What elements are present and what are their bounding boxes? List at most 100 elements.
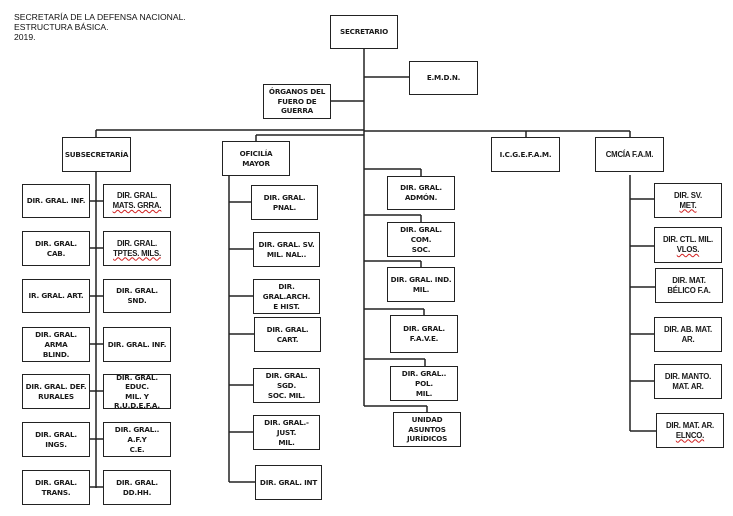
node-label-line: E HIST. <box>273 301 300 311</box>
node-label-line: DIR. GRAL. EDUC. <box>116 372 158 392</box>
node-label-line: DIR. GRAL. PNAL. <box>263 192 306 212</box>
node-label-line: RURALES <box>38 391 74 401</box>
node-emdn: E.M.D.N. <box>409 61 478 95</box>
node-label-line: DIR. GRAL. INT <box>259 477 318 487</box>
node-cmcia-item: DIR. MAT. AR.ELNCO. <box>656 413 724 448</box>
node-central-item: DIR. GRAL. COM.SOC. <box>387 222 455 257</box>
node-oficialia-item: DIR. GRAL.ARCH.E HIST. <box>253 279 320 314</box>
node-label-line: UNIDAD <box>411 415 443 425</box>
node-subsec-right: DIR. GRAL.MATS. GRRA. <box>103 184 171 218</box>
node-cmcia-item: DIR. AB. MAT.AR. <box>654 317 722 352</box>
node-label-line: DIR. GRAL. <box>116 477 158 487</box>
node-label-line: DIR. GRAL. DEF. <box>25 381 87 391</box>
node-label-line: JURÍDICOS <box>406 434 448 444</box>
node-subsec-right: DIR. GRAL.DD.HH. <box>103 470 171 505</box>
node-label-line: ASUNTOS <box>408 424 446 434</box>
node-central-item: DIR. GRAL.F.A.V.E. <box>390 315 458 353</box>
node-subsec-left: DIR. GRAL. CAB. <box>22 231 90 266</box>
node-label-line: MIL. Y <box>125 391 149 401</box>
node-label: CMCÍA F.A.M. <box>605 149 654 159</box>
node-label-line: DIR. MAT. AR. <box>665 420 715 430</box>
node-label-line: IR. GRAL. ART. <box>28 291 84 300</box>
node-label-line: F.A.V.E. <box>409 334 439 343</box>
node-label-line: DIR. GRAL. SV. <box>258 239 315 249</box>
node-subsec-left: IR. GRAL. ART. <box>22 279 90 313</box>
node-label-line: DIR. GRAL. SGD. <box>265 370 308 390</box>
node-label: I.C.G.E.F.A.M. <box>499 149 552 159</box>
node-oficialia-item: DIR. GRAL. SV.MIL. NAL.. <box>253 232 320 267</box>
node-label-line: SOC. <box>411 244 431 254</box>
node-label-line: MIL. <box>278 437 295 447</box>
node-label-line: VLOS. <box>676 245 700 254</box>
node-label: OFICILÍA MAYOR <box>239 148 273 168</box>
node-label-line: DIR. GRAL. INF. <box>26 196 86 205</box>
node-label-line: DIR. MAT. <box>672 275 706 285</box>
node-label-line: MET. <box>679 200 697 210</box>
node-label-line: DIR. GRAL. CAB. <box>35 238 77 258</box>
node-label-line: DIR. GRAL. ARMA <box>35 329 77 349</box>
node-label-line: FUERO DE <box>277 96 317 106</box>
node-label-line: DIR. GRAL. <box>116 191 157 200</box>
node-label-line: DIR. GRAL. <box>35 477 77 487</box>
node-cmcia-item: DIR. MANTO.MAT. AR. <box>654 364 722 399</box>
node-label-line: MAT. AR. <box>672 381 704 391</box>
node-label: SUBSECRETARÍA <box>64 149 129 159</box>
node-label-line: ELNCO. <box>675 430 705 440</box>
node-label-line: SOC. MIL. <box>267 390 306 400</box>
node-label-line: TPTES. MILS. <box>113 248 161 258</box>
node-central-item: DIR. GRAL. IND.MIL. <box>387 267 455 302</box>
node-subsec-left: DIR. GRAL. INGS. <box>22 422 90 457</box>
node-subsec-right: DIR. GRAL.TPTES. MILS. <box>103 231 171 266</box>
node-subsec-right: DIR. GRAL. SND. <box>103 279 171 313</box>
node-label-line: BÉLICO F.A. <box>667 285 711 295</box>
node-cmcia-item: DIR. MAT.BÉLICO F.A. <box>655 268 723 303</box>
node-cmcia-item: DIR. SV.MET. <box>654 183 722 218</box>
node-label-line: DIR. GRAL.-JUST. <box>264 417 309 437</box>
node-label-line: ADMÓN. <box>404 193 438 202</box>
node-subsec-left: DIR. GRAL. DEF.RURALES <box>22 374 90 409</box>
node-label-line: DD.HH. <box>122 487 152 497</box>
document-header: SECRETARÍA DE LA DEFENSA NACIONAL. ESTRU… <box>14 12 186 42</box>
node-oficialia-item: DIR. GRAL.-JUST.MIL. <box>253 415 320 450</box>
node-oficialia-item: DIR. GRAL. CART. <box>254 317 321 352</box>
node-icgefam: I.C.G.E.F.A.M. <box>491 137 560 172</box>
node-label-line: C.E. <box>129 444 145 454</box>
node-label-line: DIR. GRAL. <box>403 324 445 333</box>
node-central-item: DIR. GRAL.ADMÓN. <box>387 176 455 210</box>
node-label-line: MIL. NAL.. <box>266 249 307 259</box>
node-organos-fuero-guerra: ÓRGANOS DEL FUERO DE GUERRA <box>263 84 331 119</box>
node-label-line: DIR. GRAL. COM. <box>400 224 442 244</box>
node-label-line: AR. <box>681 334 695 344</box>
node-oficialia-mayor: OFICILÍA MAYOR <box>222 141 290 176</box>
node-oficialia-item: DIR. GRAL. SGD.SOC. MIL. <box>253 368 320 403</box>
header-line-1: SECRETARÍA DE LA DEFENSA NACIONAL. <box>14 12 186 22</box>
node-label-line: MIL. <box>415 388 433 398</box>
node-subsec-right: DIR. GRAL. INF. <box>103 327 171 362</box>
node-cmcia-item: DIR. CTL. MIL.VLOS. <box>654 227 722 263</box>
node-label-line: DIR. GRAL.. POL. <box>401 368 447 388</box>
node-label-line: BLIND. <box>42 349 70 359</box>
node-label-line: DIR. AB. MAT. <box>663 324 713 334</box>
node-central-item: DIR. GRAL.. POL.MIL. <box>390 366 458 401</box>
node-label-line: ÓRGANOS DEL <box>268 87 326 97</box>
node-label-line: DIR. MANTO. <box>664 371 712 381</box>
node-label-line: MIL. <box>412 284 430 294</box>
node-label-line: DIR. GRAL. INF. <box>107 339 167 349</box>
node-label-line: R.U.D.E.F.A. <box>114 401 160 410</box>
node-label-line: DIR. GRAL. CART. <box>266 324 309 344</box>
node-label-line: GUERRA <box>280 106 314 116</box>
header-line-2: ESTRUCTURA BÁSICA. <box>14 22 109 32</box>
node-subsecretaria: SUBSECRETARÍA <box>62 137 131 172</box>
node-label-line: DIR. GRAL. IND. <box>390 274 452 284</box>
node-label-line: DIR. CTL. MIL. <box>662 235 714 244</box>
node-label-line: DIR. GRAL. <box>116 238 157 248</box>
node-label-line: DIR. GRAL.. A.F.Y <box>114 424 160 444</box>
node-secretario: SECRETARIO <box>330 15 398 49</box>
node-label: SECRETARIO <box>339 27 389 36</box>
node-subsec-left: DIR. GRAL.TRANS. <box>22 470 90 505</box>
